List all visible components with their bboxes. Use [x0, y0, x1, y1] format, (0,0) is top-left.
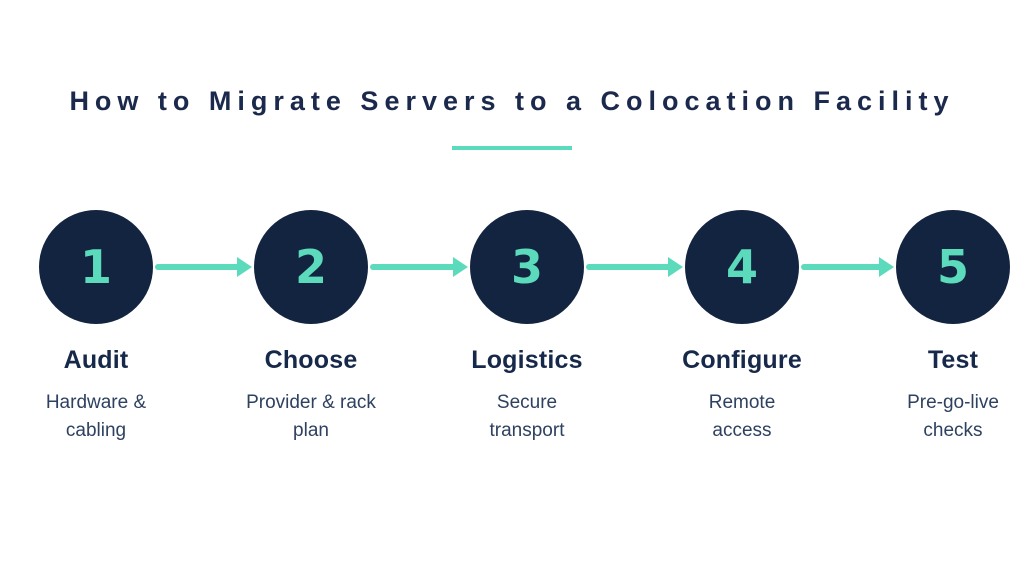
- step-circle-3: 3: [470, 210, 584, 324]
- arrow-head: [237, 257, 252, 277]
- arrow-line: [801, 264, 882, 270]
- step-description-line1: Provider & rack: [246, 392, 376, 413]
- arrow-line: [586, 264, 671, 270]
- step-circle-4: 4: [685, 210, 799, 324]
- step-circle-5: 5: [896, 210, 1010, 324]
- step-description-line1: Secure: [496, 392, 558, 413]
- step-number: 5: [936, 240, 969, 294]
- step-circle-2: 2: [254, 210, 368, 324]
- step-description-line1: Pre-go-live: [907, 392, 999, 413]
- arrow-right-icon: [801, 257, 894, 277]
- step-choose: 2 Choose Provider & rack plan: [206, 210, 416, 445]
- step-title: Configure: [682, 346, 802, 374]
- step-configure: 4 Configure Remote access: [637, 210, 847, 445]
- step-description-line2: access: [712, 420, 772, 441]
- step-number: 2: [294, 240, 327, 294]
- step-description-line1: Remote: [708, 392, 776, 413]
- arrow-line: [155, 264, 240, 270]
- arrow-right-icon: [155, 257, 252, 277]
- step-title: Logistics: [471, 346, 583, 374]
- step-number: 3: [510, 240, 543, 294]
- step-description: Hardware & cabling: [0, 389, 201, 445]
- step-circle-1: 1: [39, 210, 153, 324]
- arrow-head: [879, 257, 894, 277]
- step-number: 4: [725, 240, 758, 294]
- step-audit: 1 Audit Hardware & cabling: [0, 210, 201, 445]
- arrow-right-icon: [370, 257, 468, 277]
- arrow-head: [453, 257, 468, 277]
- step-description: Remote access: [637, 389, 847, 445]
- arrow-head: [668, 257, 683, 277]
- step-title: Audit: [63, 346, 129, 374]
- step-title: Choose: [264, 346, 358, 374]
- step-description: Secure transport: [422, 389, 632, 445]
- arrow-line: [370, 264, 456, 270]
- step-description-line1: Hardware &: [45, 392, 147, 413]
- step-test: 5 Test Pre-go-live checks: [848, 210, 1024, 445]
- step-description-line2: plan: [293, 420, 329, 441]
- step-title: Test: [927, 346, 979, 374]
- step-description: Pre-go-live checks: [848, 389, 1024, 445]
- step-description: Provider & rack plan: [206, 389, 416, 445]
- arrow-right-icon: [586, 257, 683, 277]
- step-description-line2: cabling: [65, 420, 127, 441]
- step-number: 1: [79, 240, 112, 294]
- page-title: How to Migrate Servers to a Colocation F…: [69, 86, 955, 116]
- step-description-line2: transport: [489, 420, 565, 441]
- step-description-line2: checks: [923, 420, 983, 441]
- step-logistics: 3 Logistics Secure transport: [422, 210, 632, 445]
- title-underline-accent: [452, 146, 572, 150]
